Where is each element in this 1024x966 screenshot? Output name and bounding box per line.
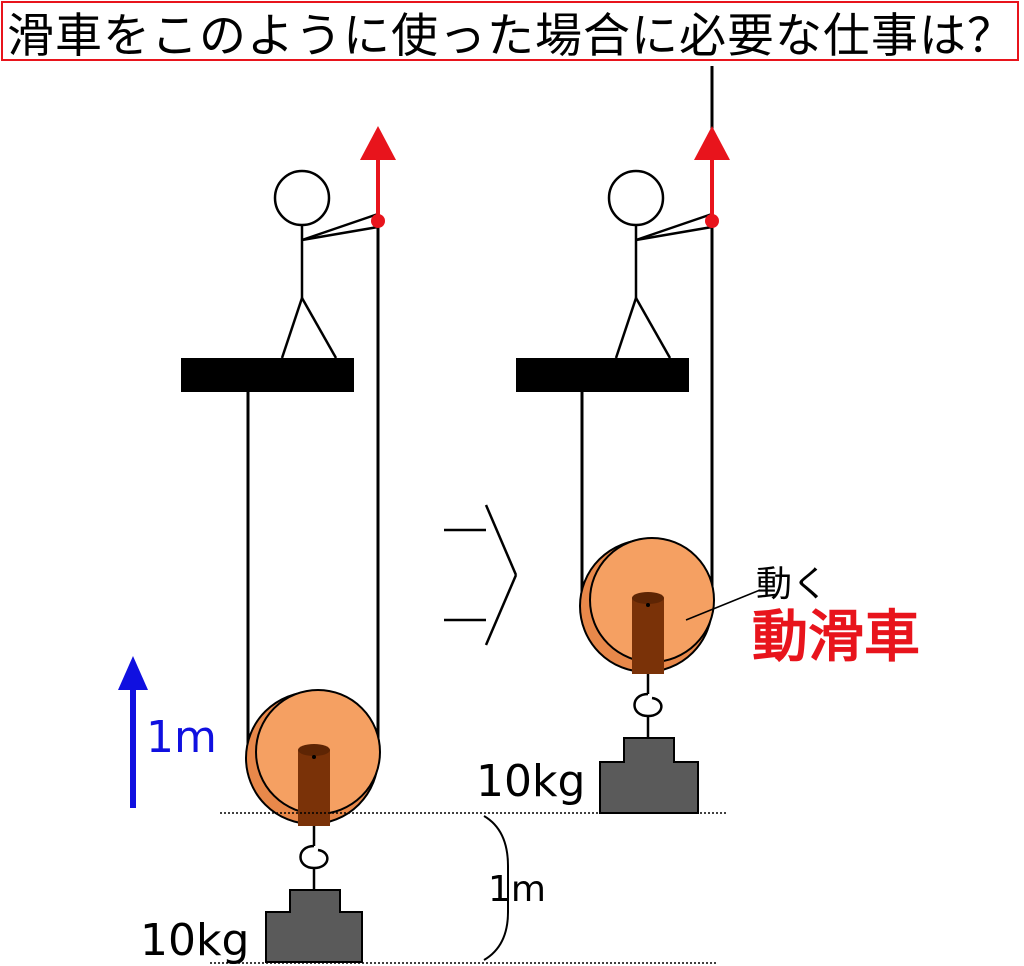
right-pull-arrow-icon: [694, 126, 730, 228]
transition-arrow-icon: [444, 504, 518, 646]
distance-bracket-icon: [483, 815, 509, 961]
lift-arrow-icon: [118, 656, 148, 808]
left-ceiling-beam: [181, 358, 354, 392]
left-weight-icon: [265, 889, 363, 963]
right-scene: 10kg 動く 動滑車: [476, 66, 920, 814]
distance-label: 1m: [488, 869, 546, 910]
right-ceiling-beam: [516, 358, 689, 392]
pulley-label-leader: [685, 589, 761, 621]
left-hook-icon: [299, 826, 329, 890]
right-person-icon: [607, 169, 713, 359]
lift-arrow-label: 1m: [146, 712, 217, 763]
right-weight-icon: [599, 737, 699, 814]
left-person-icon: [273, 169, 379, 359]
right-hook-icon: [633, 674, 663, 738]
question-title: 滑車をこのように使った場合に必要な仕事は？: [1, 1, 1019, 61]
pulley-small-label: 動く: [756, 564, 828, 605]
left-weight-label: 10kg: [140, 915, 249, 966]
left-pull-arrow-icon: [360, 126, 396, 228]
right-weight-label: 10kg: [476, 756, 585, 807]
right-pulley-icon: [579, 537, 715, 674]
left-pulley-icon: [245, 689, 381, 826]
pulley-big-label: 動滑車: [752, 605, 920, 670]
left-scene: 10kg 1m 1m: [118, 126, 728, 966]
